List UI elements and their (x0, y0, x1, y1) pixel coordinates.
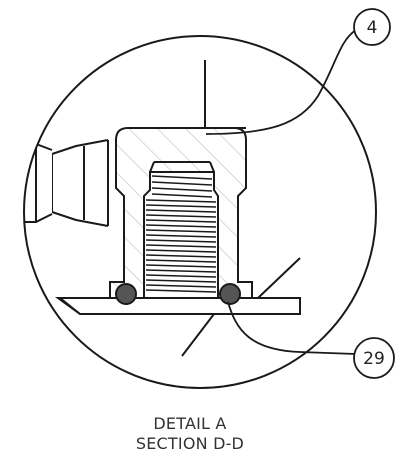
detail-circle (23, 35, 377, 389)
thread-line (151, 175, 213, 180)
thread-line (145, 229, 217, 233)
thread-line (145, 214, 217, 218)
thread-line (145, 279, 217, 283)
thread-line (145, 209, 217, 213)
o-ring-left (115, 283, 137, 305)
leader-line-29 (227, 301, 357, 355)
callout-29: 29 (353, 337, 395, 379)
thread-line (151, 193, 213, 198)
lower-diagonal-1 (181, 313, 215, 357)
callout-29-label: 29 (363, 349, 385, 369)
o-ring-right (219, 283, 241, 305)
housing-wall (204, 60, 246, 129)
thread-line (145, 249, 217, 253)
thread-lines (145, 175, 217, 293)
base-plate (54, 297, 301, 315)
base-plate-lower (59, 297, 81, 315)
thread-line (145, 289, 217, 293)
thread-line (145, 239, 217, 243)
thread-line (145, 274, 217, 278)
thread-line (145, 269, 217, 273)
thread-line (151, 187, 213, 192)
callout-4: 4 (353, 8, 391, 46)
thread-line (145, 234, 217, 238)
thread-line (145, 199, 217, 203)
bore-side-right (209, 161, 215, 173)
lower-diagonal-2 (257, 257, 301, 299)
thread-line (151, 181, 213, 186)
leader-line-4 (205, 29, 357, 135)
thread-line (145, 284, 217, 288)
callout-4-label: 4 (367, 18, 378, 38)
detail-contents (24, 60, 301, 357)
thread-line (145, 204, 217, 208)
thread-line (145, 224, 217, 228)
detail-caption-section: SECTION D-D (135, 434, 245, 453)
detail-caption-title: DETAIL A (153, 414, 227, 433)
thread-line (145, 254, 217, 258)
thread-line (145, 219, 217, 223)
bore-side-left (149, 161, 155, 173)
thread-line (145, 259, 217, 263)
thread-line (145, 244, 217, 248)
thread-line (145, 264, 217, 268)
